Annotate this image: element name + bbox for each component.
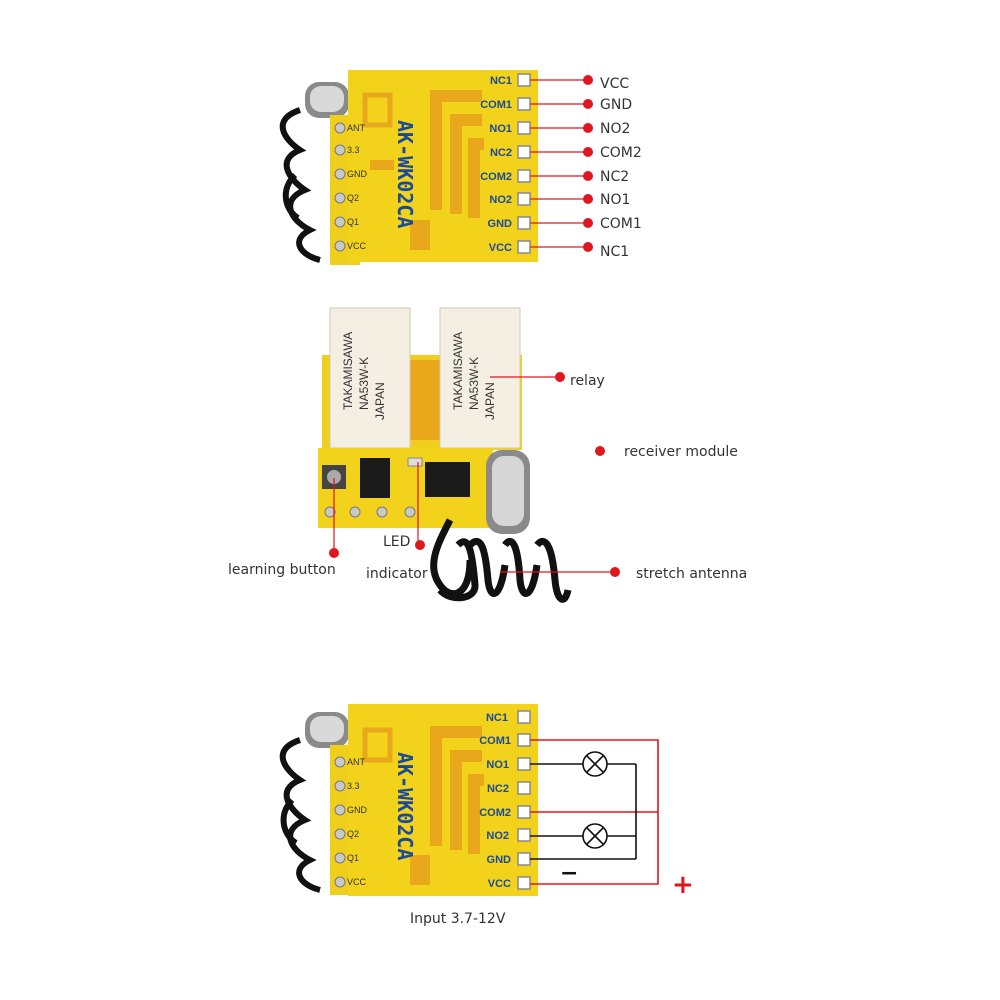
model-text-bottom: AK-WK02CA: [393, 752, 417, 860]
plus-sign: +: [672, 870, 694, 900]
left-pad-label: Q1: [347, 853, 359, 863]
receiver-pads: [324, 506, 416, 518]
right-pads-bottom: NC1 COM1 NO1 NC2 COM2 NO2 GND VCC: [479, 710, 531, 890]
bottom-module: AK-WK02CA NC1 COM1 NO1 NC2 COM2 NO2 GND …: [279, 704, 694, 927]
left-pad-label: VCC: [347, 241, 367, 251]
left-pad-label: VCC: [347, 877, 367, 887]
antenna-coil-bottom: [279, 737, 321, 893]
relay-brand-text: TAKAMISAWA: [451, 332, 465, 410]
pin-label: NO2: [600, 121, 630, 137]
pad-label: GND: [487, 854, 512, 866]
pad-label: COM2: [480, 171, 512, 183]
pad-label: NO1: [489, 123, 512, 135]
pad-label: NO2: [486, 830, 509, 842]
model-text-top: AK-WK02CA: [393, 120, 417, 228]
receiver-module-label: receiver module: [624, 444, 738, 460]
input-voltage-label: Input 3.7-12V: [410, 911, 506, 927]
left-pad-label: ANT: [347, 123, 366, 133]
left-pads-top: ANT 3.3 GND Q2 Q1 VCC: [334, 122, 368, 252]
lamp-icon: [582, 823, 608, 849]
pad-label: COM2: [479, 807, 511, 819]
pad-label: VCC: [489, 242, 512, 254]
pad-label: VCC: [488, 878, 511, 890]
pin-label: NO1: [600, 192, 630, 208]
relay-origin-text: JAPAN: [483, 382, 497, 420]
crystal-top: [305, 82, 349, 118]
left-pad-label: GND: [347, 805, 368, 815]
left-pad-label: 3.3: [347, 781, 360, 791]
traces-top: [362, 90, 484, 250]
relay-model-text: NA53W-K: [467, 357, 481, 410]
indicator-label: indicator: [366, 566, 428, 582]
traces-bottom: [362, 726, 484, 885]
component-callouts: relay receiver module learning button LE…: [228, 372, 747, 582]
top-module: AK-WK02CA NC1 COM1 NO1 NC2 COM2 NO2 GND …: [279, 70, 642, 265]
antenna-coil-top: [279, 107, 321, 263]
stretch-antenna-label: stretch antenna: [636, 566, 747, 582]
pin-label: COM1: [600, 216, 642, 232]
pad-label: NC1: [486, 712, 508, 724]
relay-right: TAKAMISAWA NA53W-K JAPAN: [439, 307, 521, 449]
pin-label: NC2: [600, 169, 629, 185]
relay-origin-text: JAPAN: [373, 382, 387, 420]
relay-brand-text: TAKAMISAWA: [341, 332, 355, 410]
receiver-chips: [360, 457, 470, 498]
pad-label: NC2: [487, 783, 509, 795]
crystal-bottom: [305, 712, 349, 748]
crystal-side: [486, 450, 530, 534]
pin-label: VCC: [600, 76, 629, 92]
learning-button-icon: [322, 465, 346, 489]
left-pads-bottom: ANT 3.3 GND Q2 Q1 VCC: [334, 756, 368, 888]
pin-label: COM2: [600, 145, 642, 161]
left-pad-label: ANT: [347, 757, 366, 767]
right-pads-top: NC1 COM1 NO1 NC2 COM2 NO2 GND VCC: [480, 73, 531, 254]
learning-button-label: learning button: [228, 562, 336, 578]
stretch-antenna-coil: [430, 518, 572, 603]
pad-label: GND: [488, 218, 513, 230]
relay-label: relay: [570, 373, 605, 389]
left-pad-label: Q2: [347, 193, 359, 203]
relay-left: TAKAMISAWA NA53W-K JAPAN: [329, 307, 411, 449]
pin-label: GND: [600, 97, 632, 113]
pin-label: NC1: [600, 244, 629, 260]
lamp-icon: [582, 751, 608, 777]
pad-label: NO2: [489, 194, 512, 206]
pad-label: NC1: [490, 75, 512, 87]
pad-label: COM1: [480, 99, 512, 111]
minus-sign: −: [560, 861, 578, 886]
relay-model-text: NA53W-K: [357, 357, 371, 410]
left-pad-label: 3.3: [347, 145, 360, 155]
pad-label: NC2: [490, 147, 512, 159]
side-view-module: TAKAMISAWA NA53W-K JAPAN TAKAMISAWA NA53…: [228, 307, 747, 603]
pad-label: COM1: [479, 735, 511, 747]
left-pad-label: Q2: [347, 829, 359, 839]
pad-label: NO1: [486, 759, 509, 771]
left-pad-label: GND: [347, 169, 368, 179]
pin-callouts: VCC GND NO2 COM2 NC2 NO1 COM1 NC1: [530, 75, 642, 260]
wiring-black: [530, 763, 637, 860]
left-pad-label: Q1: [347, 217, 359, 227]
led-label: LED: [383, 534, 410, 550]
